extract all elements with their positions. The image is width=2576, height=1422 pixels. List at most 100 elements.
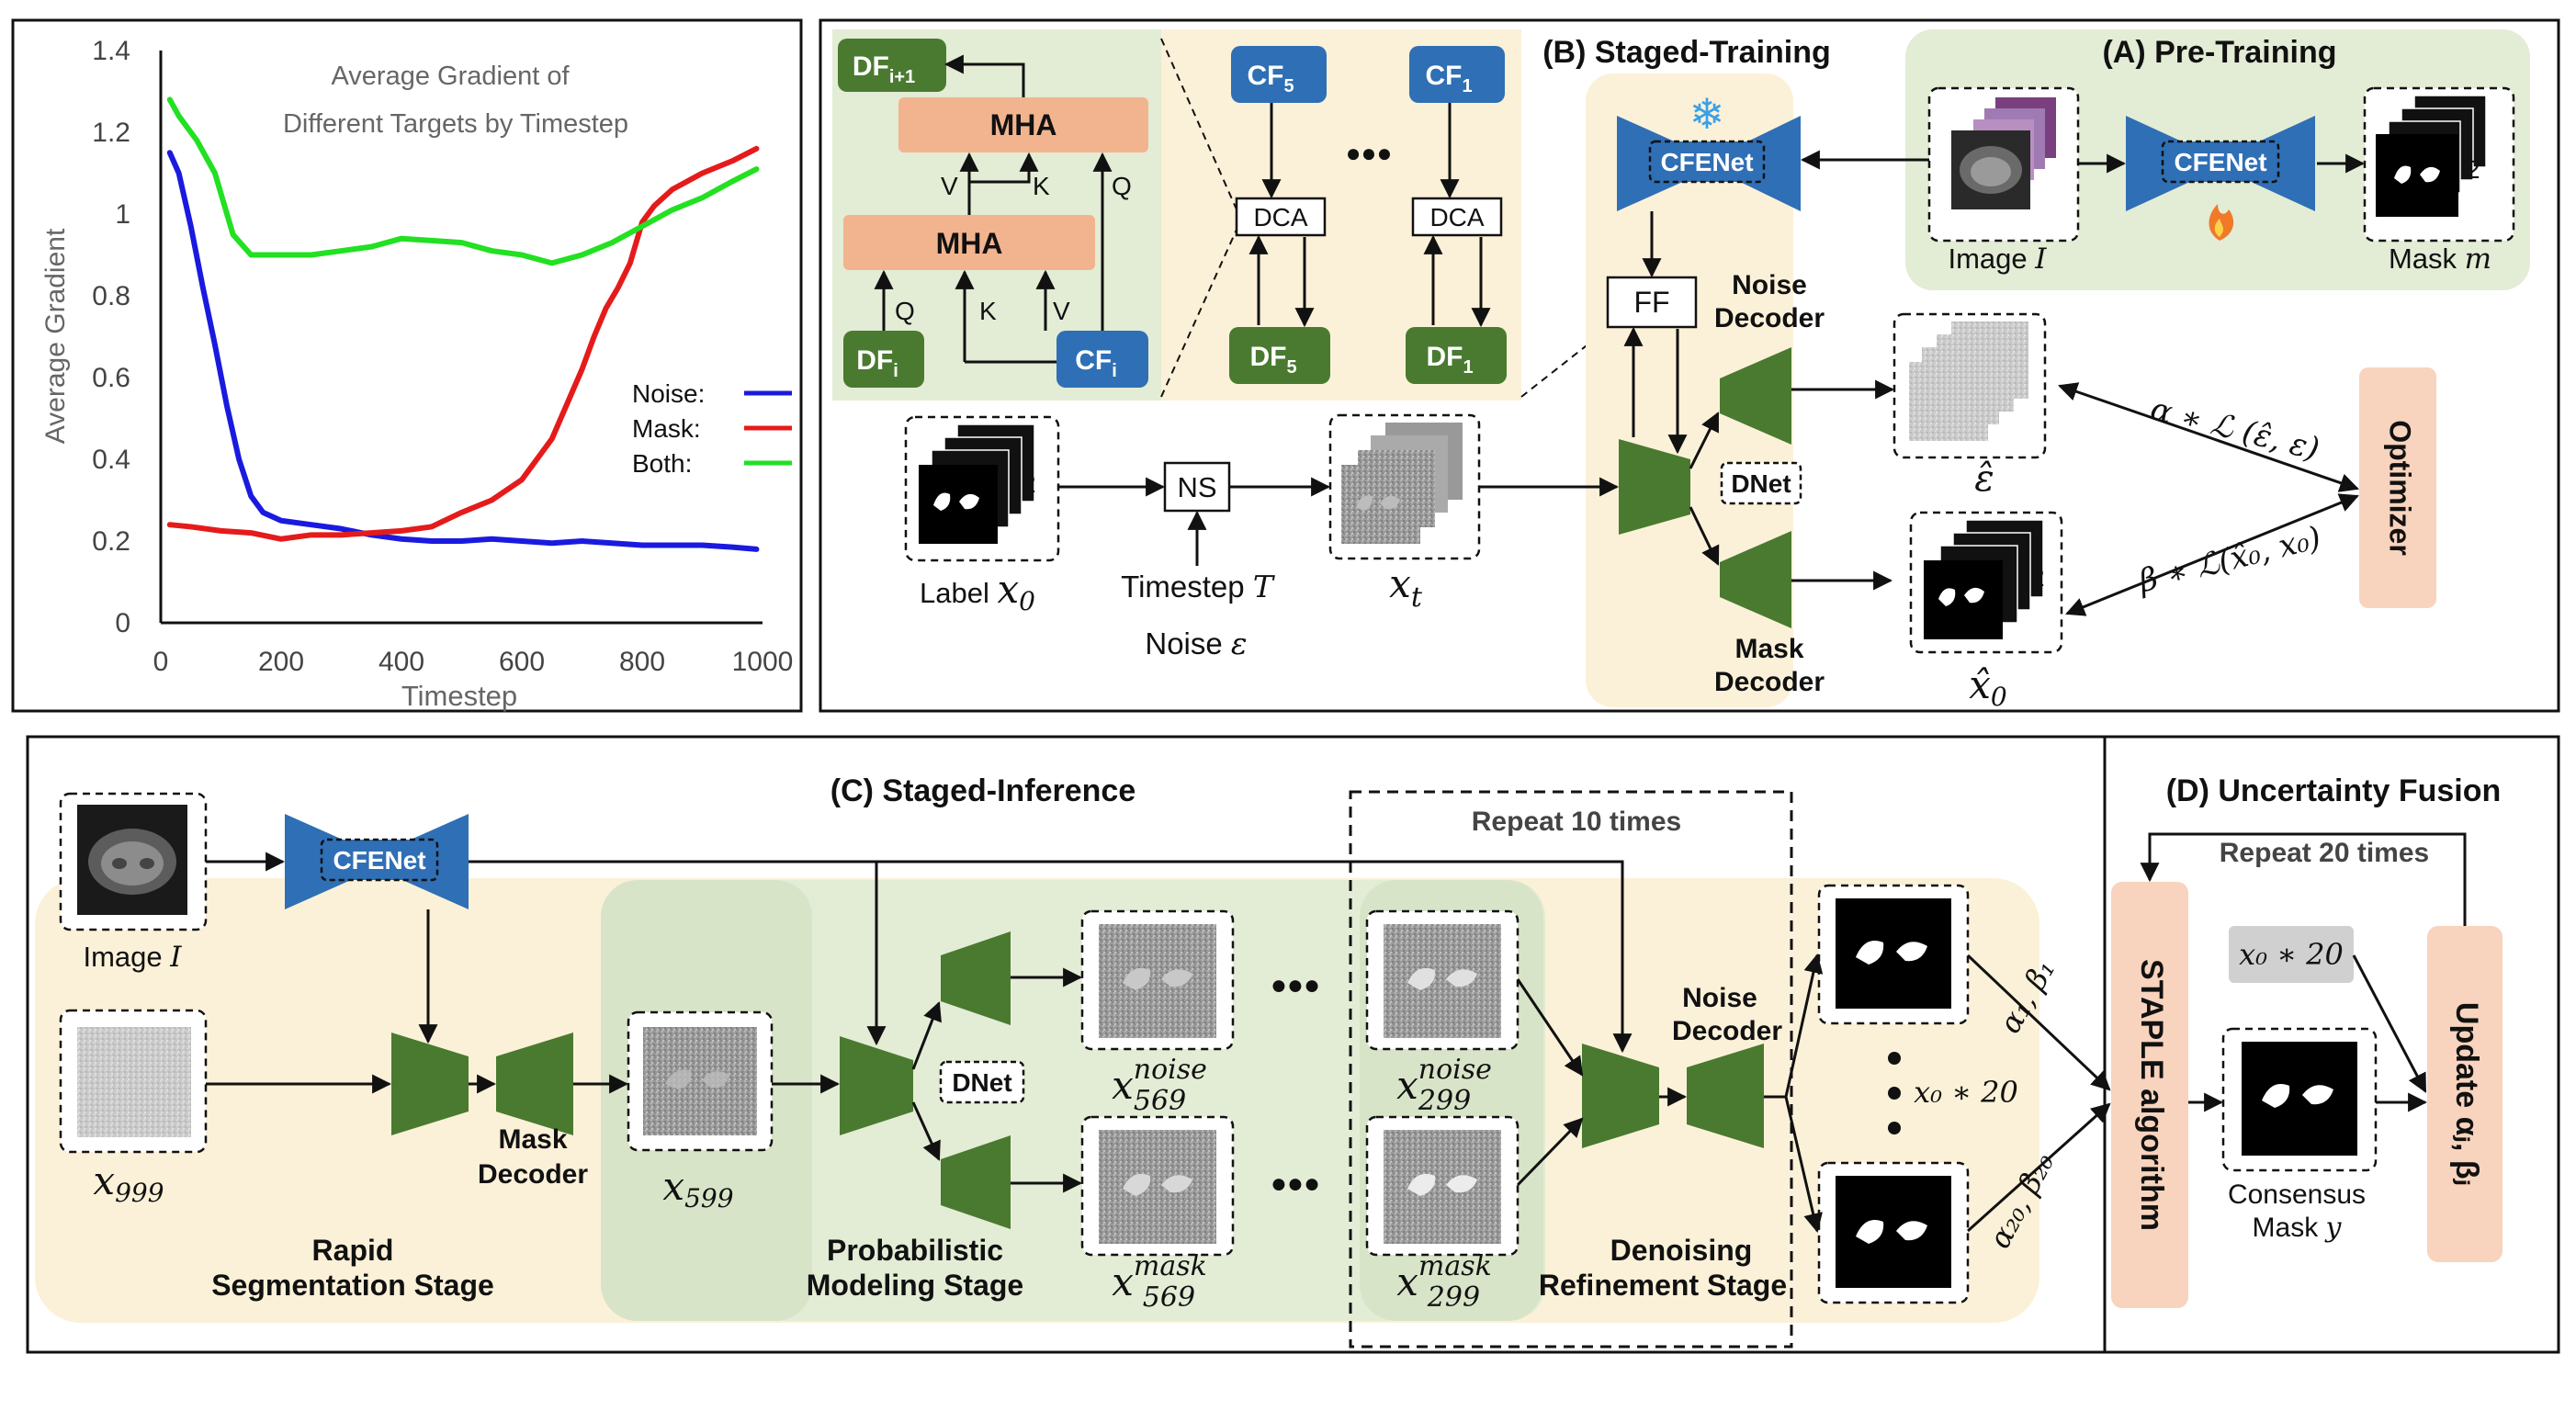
y-axis-label: Average Gradient [40,228,71,444]
svg-text:CF5: CF5 [1247,61,1294,96]
repeat-20-label: Repeat 20 times [2220,838,2429,868]
mask-decoder-label-2: Decoder [1714,667,1825,697]
label-x0-caption: Label x0 [920,567,1035,616]
svg-text:DCA: DCA [1429,203,1484,231]
svg-text:MHA: MHA [936,227,1003,260]
noise-decoder-label-2: Decoder [1714,303,1825,333]
x-tick-label: 1000 [732,647,794,677]
x599-box [627,1010,774,1152]
x0-times-20-label: x₀ ∗ 20 [1914,1075,2018,1110]
staged-training-bg [1586,73,1793,707]
label-x0-stack: 2 [904,415,1060,562]
fusion-arrows [2140,832,2467,1112]
dnet-label-prob: DNet [939,1060,1025,1104]
noise-label: Noise ε [1145,626,1247,661]
consensus-label-2: Mask y [2253,1212,2343,1244]
cf1-block: CF1 [1409,46,1505,103]
pretrain-image-label: Image I [1948,243,2047,276]
eps-hat-caption: ε̂ [1974,457,1994,500]
svg-text:CFENet: CFENet [1660,148,1753,176]
cf-i-block: CFi [1056,331,1148,388]
timestep-label: Timestep T [1121,569,1276,604]
x299-noise-box [1365,909,1520,1051]
svg-text:MHA: MHA [990,108,1057,141]
staple-block: STAPLE algorithm [2111,882,2188,1308]
chart-title-line1: Average Gradient of [331,62,570,91]
ns-box: NS [1163,461,1231,513]
ellipsis-noise: ●●● [1271,970,1320,1000]
svg-text:2: 2 [1022,469,1036,498]
x569-noise-box [1080,909,1235,1051]
svg-text:DNet: DNet [952,1068,1011,1097]
consensus-label-1: Consensus [2228,1179,2366,1210]
y-tick-label: 1.2 [92,118,130,148]
x-tick-label: 400 [378,647,424,677]
svg-text:CFENet: CFENet [333,846,425,875]
pretrain-mask-stack: 2 [2363,86,2515,243]
svg-text:Optimizer: Optimizer [2384,420,2417,556]
snowflake-icon: ❄ [1689,90,1725,138]
dca-box-1: DCA [1235,197,1327,237]
label-q2: Q [895,297,915,325]
dnet-train-arrows [1623,326,1895,591]
output-mask-1 [1817,884,1970,1025]
x-tick-label: 0 [153,647,169,677]
noise-decoder-prob [941,931,1011,1025]
dnet-encoder-train [1619,439,1690,535]
chart-title-line2: Different Targets by Timestep [283,109,628,139]
y-tick-label: 1.4 [92,36,130,66]
label-k2: K [979,297,997,325]
svg-text:x₀ ∗ 20: x₀ ∗ 20 [2239,937,2344,972]
dca-ellipsis: ●●● [1346,139,1393,167]
chart-legend: Noise: Mask: Both: [632,379,792,478]
eps-hat-stack [1892,312,2047,459]
prob-stage-label-2: Modeling Stage [807,1269,1023,1302]
svg-text:DNet: DNet [1731,469,1791,498]
legend-mask-label: Mask: [632,414,701,443]
loss-arrows [2058,382,2359,616]
svg-text:NS: NS [1177,471,1216,503]
svg-text:DFi+1: DFi+1 [853,51,915,87]
x599-caption: x599 [662,1164,733,1213]
dnet-encoder-refine [1582,1044,1659,1148]
repeat-10-label: Repeat 10 times [1472,807,1681,837]
x999-caption: x999 [93,1158,164,1208]
mask-decoder-rapid-label-1: Mask [498,1124,567,1155]
x999-box [59,1009,208,1154]
noise-decoder-train [1720,347,1791,445]
cf5-block: CF5 [1231,46,1327,103]
staged-training-title: (B) Staged-Training [1542,35,1831,70]
label-k1: K [1033,172,1050,200]
consensus-mask [2221,1027,2378,1172]
denoise-stage-label-1: Denoising [1610,1234,1753,1267]
svg-text:DF1: DF1 [1426,342,1473,378]
attention-arrows [874,54,1113,364]
pre-training-title: (A) Pre-Training [2102,35,2336,70]
y-tick-label: 1 [115,199,130,230]
svg-text:CF1: CF1 [1425,61,1472,96]
zoom-line-bottom [1160,229,1237,398]
dca-box-2: DCA [1411,197,1503,237]
y-tick-label: 0.8 [92,281,130,311]
noise-decoder-refine-label-2: Decoder [1672,1016,1782,1046]
mask-decoder-train [1720,531,1791,628]
legend-noise-label: Noise: [632,379,705,408]
dnet-label-train: DNet [1720,461,1802,505]
ellipsis-mask: ●●● [1271,1168,1320,1199]
noise-decoder-refine-label-1: Noise [1682,983,1757,1013]
svg-text:DFi: DFi [856,345,898,381]
mask-decoder-rapid-label-2: Decoder [478,1159,588,1190]
fire-icon [2209,204,2234,241]
x569-mask-box [1080,1115,1235,1257]
legend-both-label: Both: [632,449,692,478]
x0-times-20-chip: x₀ ∗ 20 [2229,926,2354,983]
series-line-mask [166,145,760,542]
df5-block: DF5 [1229,327,1330,384]
x0-hat-caption: x̂0 [1969,662,2007,712]
main-train-arrows [1058,477,1620,566]
ff-box: FF [1606,276,1698,329]
